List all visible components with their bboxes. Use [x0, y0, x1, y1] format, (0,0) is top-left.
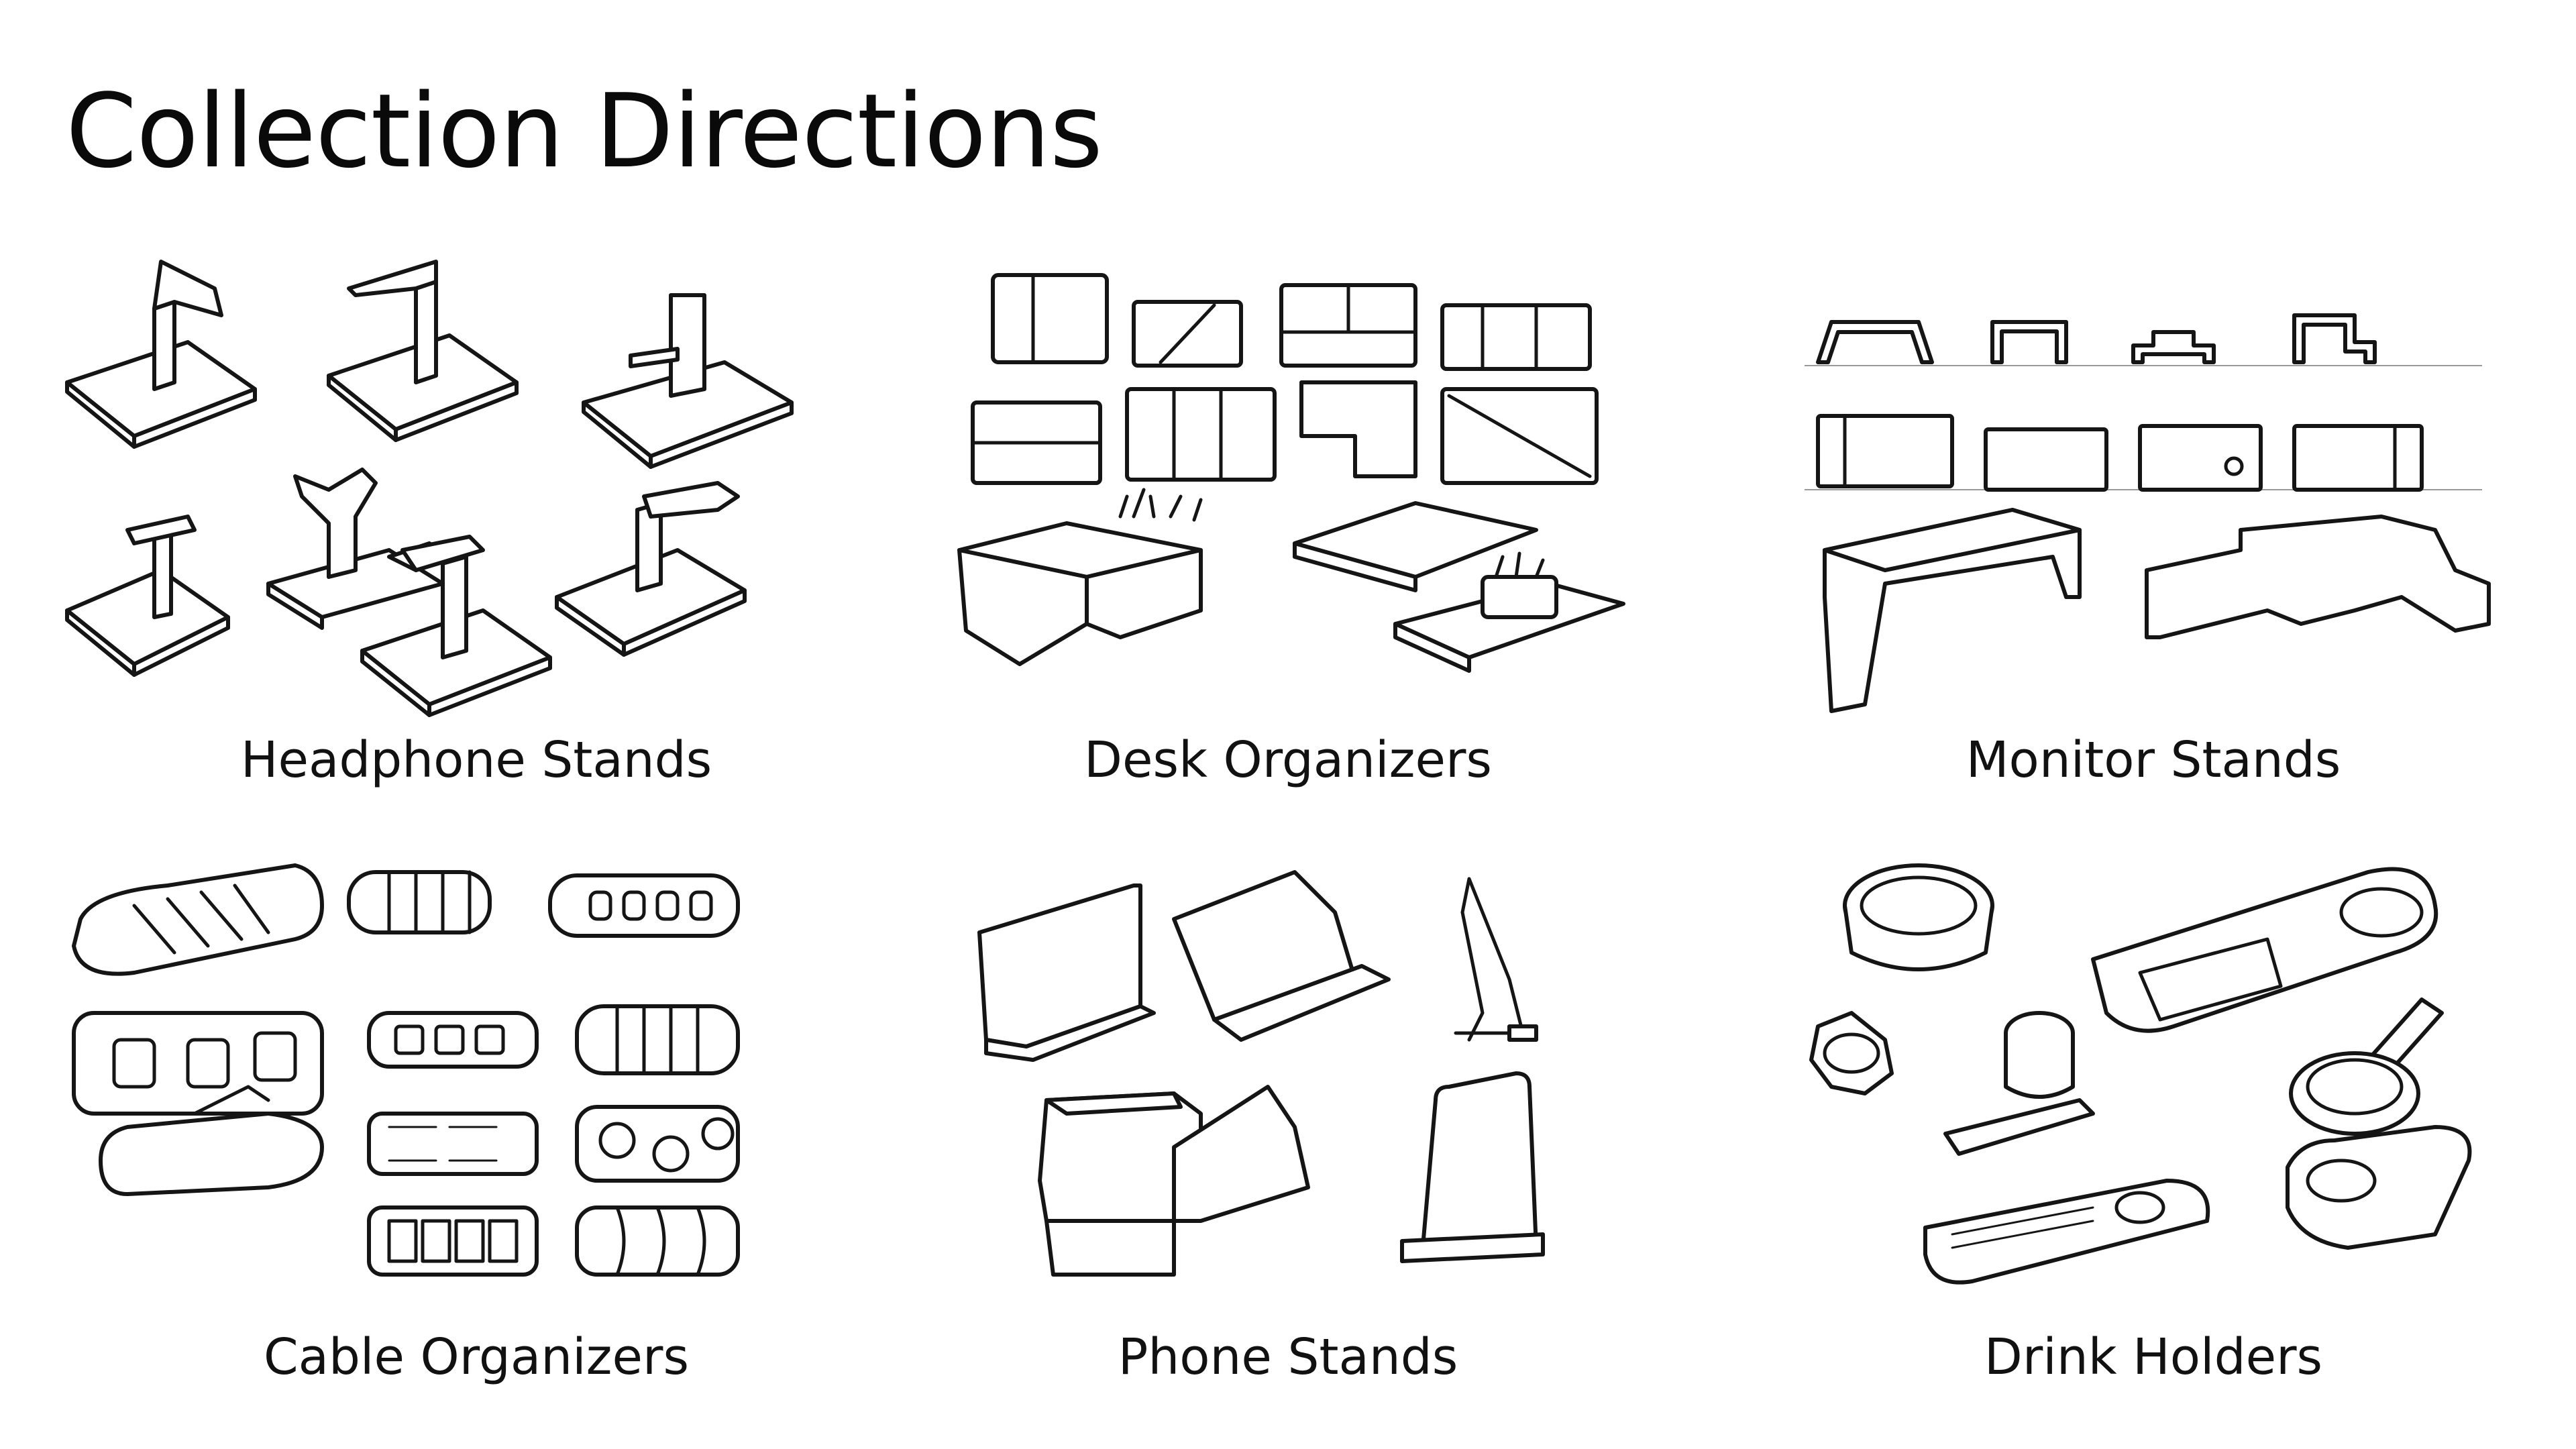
category-drink-holders: Drink Holders: [1731, 845, 2576, 1386]
headphone-stand-sketches: [65, 260, 794, 717]
desk-organizer-sketches: [957, 273, 1625, 673]
category-monitor-stands: Monitor Stands: [1731, 248, 2576, 789]
caption-phone-stands: Phone Stands: [1118, 1328, 1458, 1386]
caption-headphone-stands: Headphone Stands: [240, 731, 712, 789]
category-desk-organizers: Desk Organizers: [865, 248, 1711, 789]
phone-stand-sketches: [977, 870, 1545, 1277]
caption-cable-organizers: Cable Organizers: [263, 1328, 690, 1386]
category-cable-organizers: Cable Organizers: [54, 845, 899, 1386]
caption-desk-organizers: Desk Organizers: [1084, 731, 1492, 789]
drink-holder-sketches: [1809, 863, 2472, 1285]
category-phone-stands: Phone Stands: [865, 845, 1711, 1386]
caption-monitor-stands: Monitor Stands: [1966, 731, 2341, 789]
monitor-stand-sketches: [1805, 313, 2491, 713]
caption-drink-holders: Drink Holders: [1984, 1328, 2323, 1386]
cable-organizer-sketches: [72, 863, 740, 1277]
page-title: Collection Directions: [66, 72, 1103, 191]
category-headphone-stands: Headphone Stands: [54, 248, 899, 789]
